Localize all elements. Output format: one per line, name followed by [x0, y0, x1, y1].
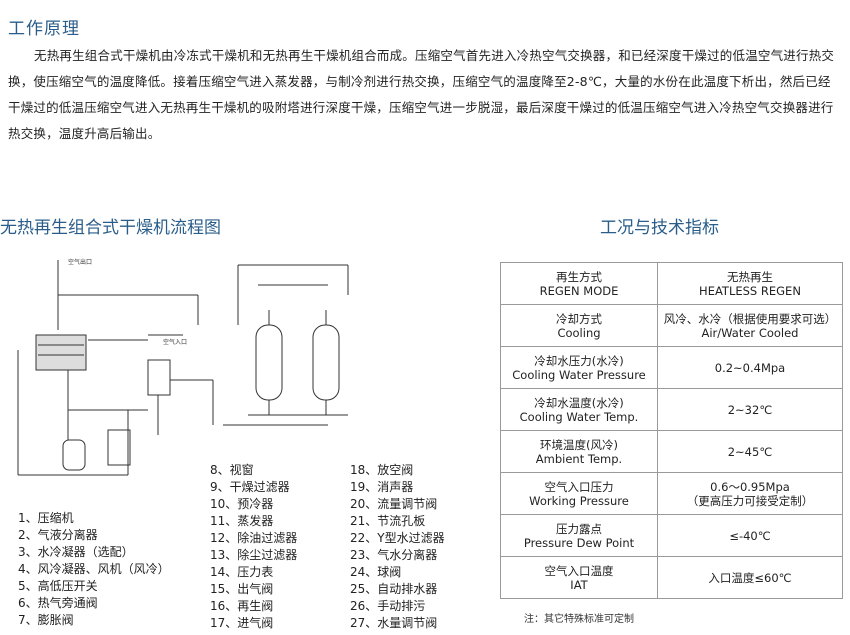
flow-chart-title: 无热再生组合式干燥机流程图 — [0, 218, 221, 238]
spec-key: 环境温度(风冷)Ambient Temp. — [500, 430, 658, 473]
legend-item: 15、出气阀 — [210, 582, 274, 596]
legend-item: 10、预冷器 — [210, 497, 274, 511]
outlet-label: 空气出口 — [68, 258, 92, 266]
legend-col-3: 18、放空阀 19、消声器 20、流量调节阀 21、节流孔板 22、Y型水过滤器… — [350, 462, 445, 632]
legend-item: 24、球阀 — [350, 565, 402, 579]
legend-item: 21、节流孔板 — [350, 514, 426, 528]
legend-item: 17、进气阀 — [210, 616, 274, 630]
table-row: 冷却水温度(水冷)Cooling Water Temp. 2~32℃ — [500, 388, 843, 431]
spec-title: 工况与技术指标 — [600, 218, 719, 238]
legend-item: 4、风冷凝器、风机（风冷） — [18, 562, 170, 576]
spec-value: 风冷、水冷（根据使用要求可选）Air/Water Cooled — [657, 304, 843, 347]
spec-value: 2~32℃ — [657, 388, 843, 431]
legend-item: 23、气水分离器 — [350, 548, 438, 562]
legend-item: 5、高低压开关 — [18, 579, 98, 593]
legend-item: 18、放空阀 — [350, 463, 414, 477]
legend-item: 9、干燥过滤器 — [210, 480, 290, 494]
flow-diagram: 空气出口 空气入口 — [17, 258, 349, 476]
legend-item: 2、气液分离器 — [18, 528, 98, 542]
table-row: 冷却水压力(水冷)Cooling Water Pressure 0.2~0.4M… — [500, 346, 843, 389]
legend-item: 8、视窗 — [210, 463, 254, 477]
legend-item: 16、再生阀 — [210, 599, 274, 613]
legend-item: 1、压缩机 — [18, 511, 74, 525]
spec-value: 2~45℃ — [657, 430, 843, 473]
spec-value: 0.2~0.4Mpa — [657, 346, 843, 389]
legend-item: 25、自动排水器 — [350, 582, 438, 596]
principle-title: 工作原理 — [8, 19, 80, 39]
legend-item: 11、蒸发器 — [210, 514, 274, 528]
legend-col-1: 1、压缩机 2、气液分离器 3、水冷凝器（选配） 4、风冷凝器、风机（风冷） 5… — [18, 510, 170, 629]
legend-item: 13、除尘过滤器 — [210, 548, 298, 562]
legend-item: 22、Y型水过滤器 — [350, 531, 445, 545]
legend-item: 27、水量调节阀 — [350, 616, 438, 630]
spec-value: 0.6～0.95Mpa（更高压力可接受定制） — [657, 472, 843, 515]
table-row: 环境温度(风冷)Ambient Temp. 2~45℃ — [500, 430, 843, 473]
legend-item: 20、流量调节阀 — [350, 497, 438, 511]
spec-key: 冷却水压力(水冷)Cooling Water Pressure — [500, 346, 658, 389]
spec-note: 注：其它特殊标准可定制 — [524, 614, 634, 625]
inlet-label: 空气入口 — [163, 338, 187, 346]
legend-item: 12、除油过滤器 — [210, 531, 298, 545]
legend-item: 19、消声器 — [350, 480, 414, 494]
principle-text: 无热再生组合式干燥机由冷冻式干燥机和无热再生干燥机组合而成。压缩空气首先进入冷热… — [8, 48, 835, 141]
spec-key: 冷却水温度(水冷)Cooling Water Temp. — [500, 388, 658, 431]
legend-item: 6、热气旁通阀 — [18, 596, 98, 610]
legend-item: 7、膨胀阀 — [18, 613, 74, 627]
legend-item: 14、压力表 — [210, 565, 274, 579]
legend-item: 3、水冷凝器（选配） — [18, 545, 134, 559]
spec-value: 入口温度≤60℃ — [657, 556, 843, 599]
spec-value: ≤-40℃ — [657, 514, 843, 557]
legend-col-2: 8、视窗 9、干燥过滤器 10、预冷器 11、蒸发器 12、除油过滤器 13、除… — [210, 462, 297, 632]
legend-item: 26、手动排污 — [350, 599, 426, 613]
